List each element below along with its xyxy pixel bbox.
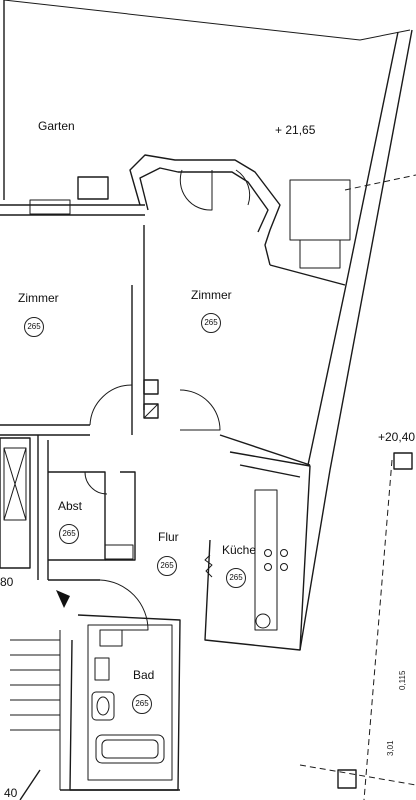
door-arc-zimmer-left bbox=[89, 384, 133, 426]
bad-label: Bad bbox=[133, 668, 155, 682]
zimmer-left-number: 265 bbox=[24, 317, 44, 337]
balcony-box-lower bbox=[299, 239, 341, 269]
bad-wc bbox=[91, 691, 115, 721]
stove-burner-3 bbox=[264, 563, 272, 571]
kitchen-counter bbox=[254, 489, 278, 631]
entry-door-arc bbox=[99, 579, 149, 631]
chimney-box bbox=[77, 176, 109, 200]
dimension-label-1: 0,115 bbox=[398, 670, 407, 690]
zimmer-right-label: Zimmer bbox=[191, 288, 232, 302]
abst-number: 265 bbox=[59, 524, 79, 544]
kitchen-sink bbox=[255, 613, 271, 629]
bay-window-inner bbox=[139, 167, 269, 233]
left-shaft-wall bbox=[37, 435, 49, 580]
entry-arrow bbox=[56, 590, 70, 608]
exterior-wall-right-inner bbox=[307, 31, 399, 466]
bad-sink bbox=[99, 629, 123, 647]
bottom-wall bbox=[19, 769, 180, 800]
stairs bbox=[10, 630, 61, 790]
abst-right-wall bbox=[105, 471, 136, 561]
zimmer-left-bottom-wall bbox=[0, 424, 90, 436]
bay-door-arc-right bbox=[235, 169, 251, 206]
room-right-wall-top bbox=[269, 264, 346, 286]
garden-elevation: + 21,65 bbox=[275, 123, 316, 137]
bay-window-outer bbox=[129, 154, 281, 266]
left-shaft-inner bbox=[3, 447, 27, 521]
bay-door-arc bbox=[179, 169, 213, 211]
column-marker-right bbox=[393, 452, 413, 470]
bathtub-inner bbox=[101, 739, 159, 759]
bad-outer bbox=[69, 614, 181, 791]
garden-label: Garten bbox=[38, 119, 75, 133]
dimension-line-vertical bbox=[363, 459, 393, 800]
stove-burner-4 bbox=[280, 563, 288, 571]
bad-wc-tank bbox=[94, 657, 110, 681]
top-wall bbox=[0, 204, 145, 216]
exterior-wall-right-outer bbox=[299, 29, 413, 651]
dimension-line-top bbox=[344, 174, 416, 191]
dimension-line-bottom bbox=[299, 764, 416, 786]
balcony-box-upper bbox=[289, 179, 351, 241]
bathtub bbox=[95, 734, 165, 764]
zimmer-right-bottom-wall bbox=[219, 434, 311, 466]
shaft-bottom bbox=[143, 403, 159, 419]
bad-inner bbox=[87, 624, 173, 781]
kueche-label: Küche bbox=[222, 543, 257, 557]
window-left bbox=[29, 199, 71, 215]
zimmer-right-number: 265 bbox=[201, 313, 221, 333]
abst-door-arc bbox=[84, 471, 108, 495]
left-edge-number: 80 bbox=[0, 575, 14, 589]
left-shaft-cross bbox=[3, 447, 27, 521]
door-arc-zimmer-right bbox=[179, 389, 221, 431]
kitchen-inner bbox=[239, 464, 301, 478]
wall-zimmer-divider bbox=[131, 225, 145, 435]
kitchen-outer bbox=[204, 451, 311, 651]
right-elevation: +20,40 bbox=[378, 430, 416, 444]
zimmer-left-label: Zimmer bbox=[18, 291, 59, 305]
left-shaft bbox=[0, 437, 31, 569]
bad-number: 265 bbox=[132, 694, 152, 714]
kitchen-door-zigzag bbox=[204, 554, 213, 578]
bad-wc-bowl bbox=[96, 696, 110, 716]
bottom-edge-number: 40 bbox=[4, 786, 18, 800]
stove-burner-2 bbox=[280, 549, 288, 557]
garden-edge-line bbox=[3, 0, 411, 41]
column-marker-bottom bbox=[337, 769, 357, 789]
flur-number: 265 bbox=[157, 556, 177, 576]
stove-burner-1 bbox=[264, 549, 272, 557]
abst-walls bbox=[48, 471, 106, 561]
shaft-diagonal bbox=[143, 403, 159, 419]
abst-label: Abst bbox=[58, 499, 83, 513]
abst-cabinet bbox=[104, 544, 134, 560]
kueche-number: 265 bbox=[226, 568, 246, 588]
dimension-label-2: 3,01 bbox=[386, 740, 395, 756]
flur-label: Flur bbox=[158, 530, 179, 544]
shaft-top bbox=[143, 379, 159, 395]
